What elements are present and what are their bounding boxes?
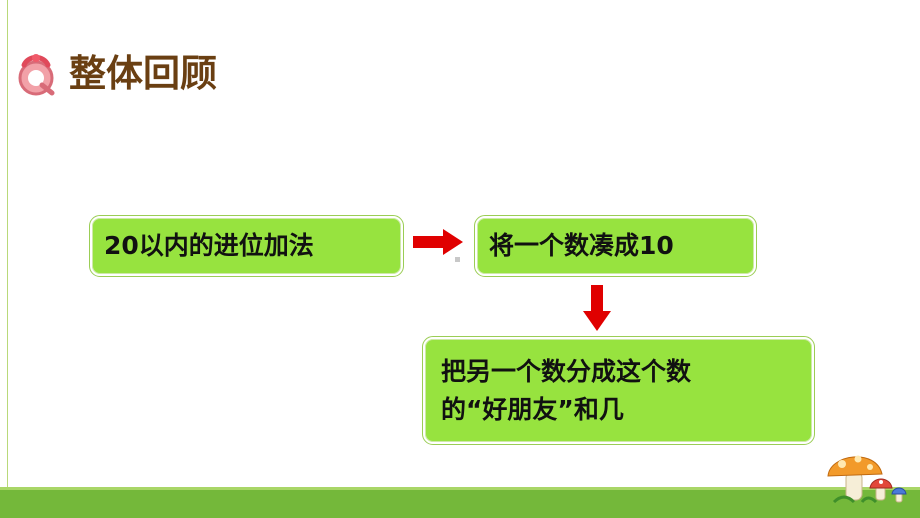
arrow-right-icon (413, 229, 463, 255)
concept-box-carry-addition-label: 20以内的进位加法 (104, 231, 314, 260)
small-dot (455, 257, 460, 262)
arrow-down-icon (583, 285, 611, 331)
concept-box-make-ten: 将一个数凑成10 (474, 215, 757, 277)
concept-box-split-number-line2: 的“好朋友”和几 (441, 395, 624, 424)
left-border-line (7, 0, 8, 490)
ground-strip (0, 487, 920, 518)
concept-box-split-number: 把另一个数分成这个数 的“好朋友”和几 (422, 336, 815, 445)
concept-box-make-ten-label: 将一个数凑成10 (489, 231, 674, 260)
concept-box-carry-addition: 20以内的进位加法 (89, 215, 404, 277)
page-title: 整体回顾 (69, 52, 217, 95)
mushroom-cluster-icon (827, 455, 907, 504)
q-badge-icon (18, 54, 55, 96)
concept-box-split-number-line1: 把另一个数分成这个数 (441, 357, 692, 386)
